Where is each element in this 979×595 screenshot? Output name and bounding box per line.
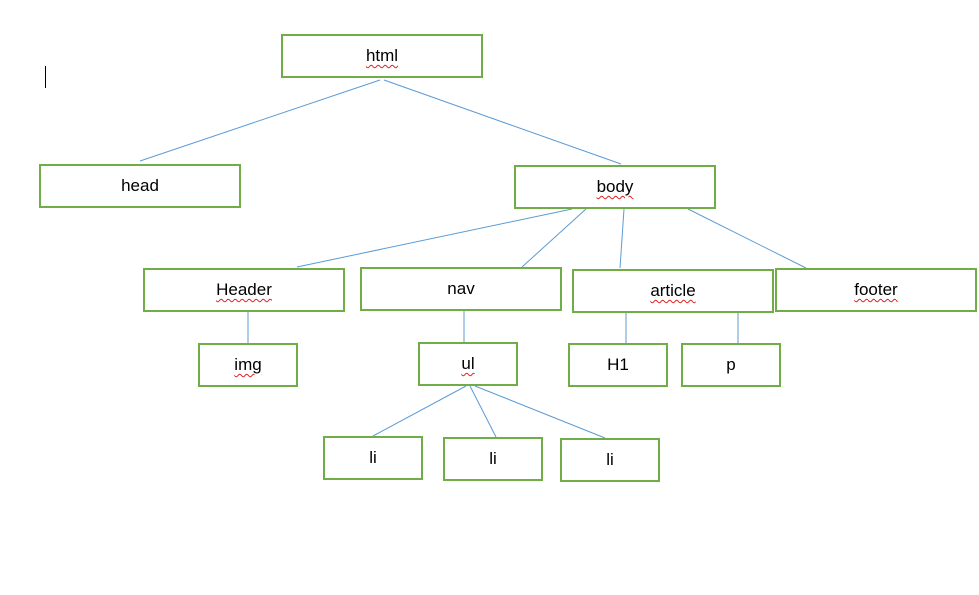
node-label: img — [234, 355, 262, 374]
edge-body-article — [619, 208, 625, 269]
node-li-1: li — [323, 436, 423, 480]
edge-html-head — [139, 79, 381, 162]
node-p: p — [681, 343, 781, 387]
node-header: Header — [143, 268, 345, 312]
node-label: footer — [854, 280, 898, 299]
node-label: nav — [447, 279, 475, 298]
edge-body-footer — [687, 208, 807, 269]
node-article: article — [572, 269, 774, 313]
node-label: li — [606, 450, 614, 469]
node-li-3: li — [560, 438, 660, 482]
node-head: head — [39, 164, 241, 208]
node-nav: nav — [360, 267, 562, 311]
edge-ul-li2 — [469, 385, 497, 438]
node-label: li — [369, 448, 377, 467]
node-li-2: li — [443, 437, 543, 481]
node-html: html — [281, 34, 483, 78]
node-label: p — [726, 355, 736, 374]
node-footer: footer — [775, 268, 977, 312]
node-label: article — [650, 281, 696, 300]
node-label: head — [121, 176, 159, 195]
edge-body-header — [296, 208, 573, 268]
node-h1: H1 — [568, 343, 668, 387]
node-body: body — [514, 165, 716, 209]
edge-body-nav — [521, 208, 587, 268]
text-cursor — [45, 66, 46, 88]
edge-ul-li1 — [372, 385, 467, 437]
node-label: html — [365, 46, 399, 65]
node-label: ul — [461, 354, 475, 373]
node-label: Header — [216, 280, 272, 299]
edge-html-body — [383, 79, 622, 165]
node-label: body — [596, 177, 634, 196]
node-label: H1 — [607, 355, 629, 374]
node-ul: ul — [418, 342, 518, 386]
edge-ul-li3 — [474, 385, 606, 439]
node-label: li — [489, 449, 497, 468]
node-img: img — [198, 343, 298, 387]
